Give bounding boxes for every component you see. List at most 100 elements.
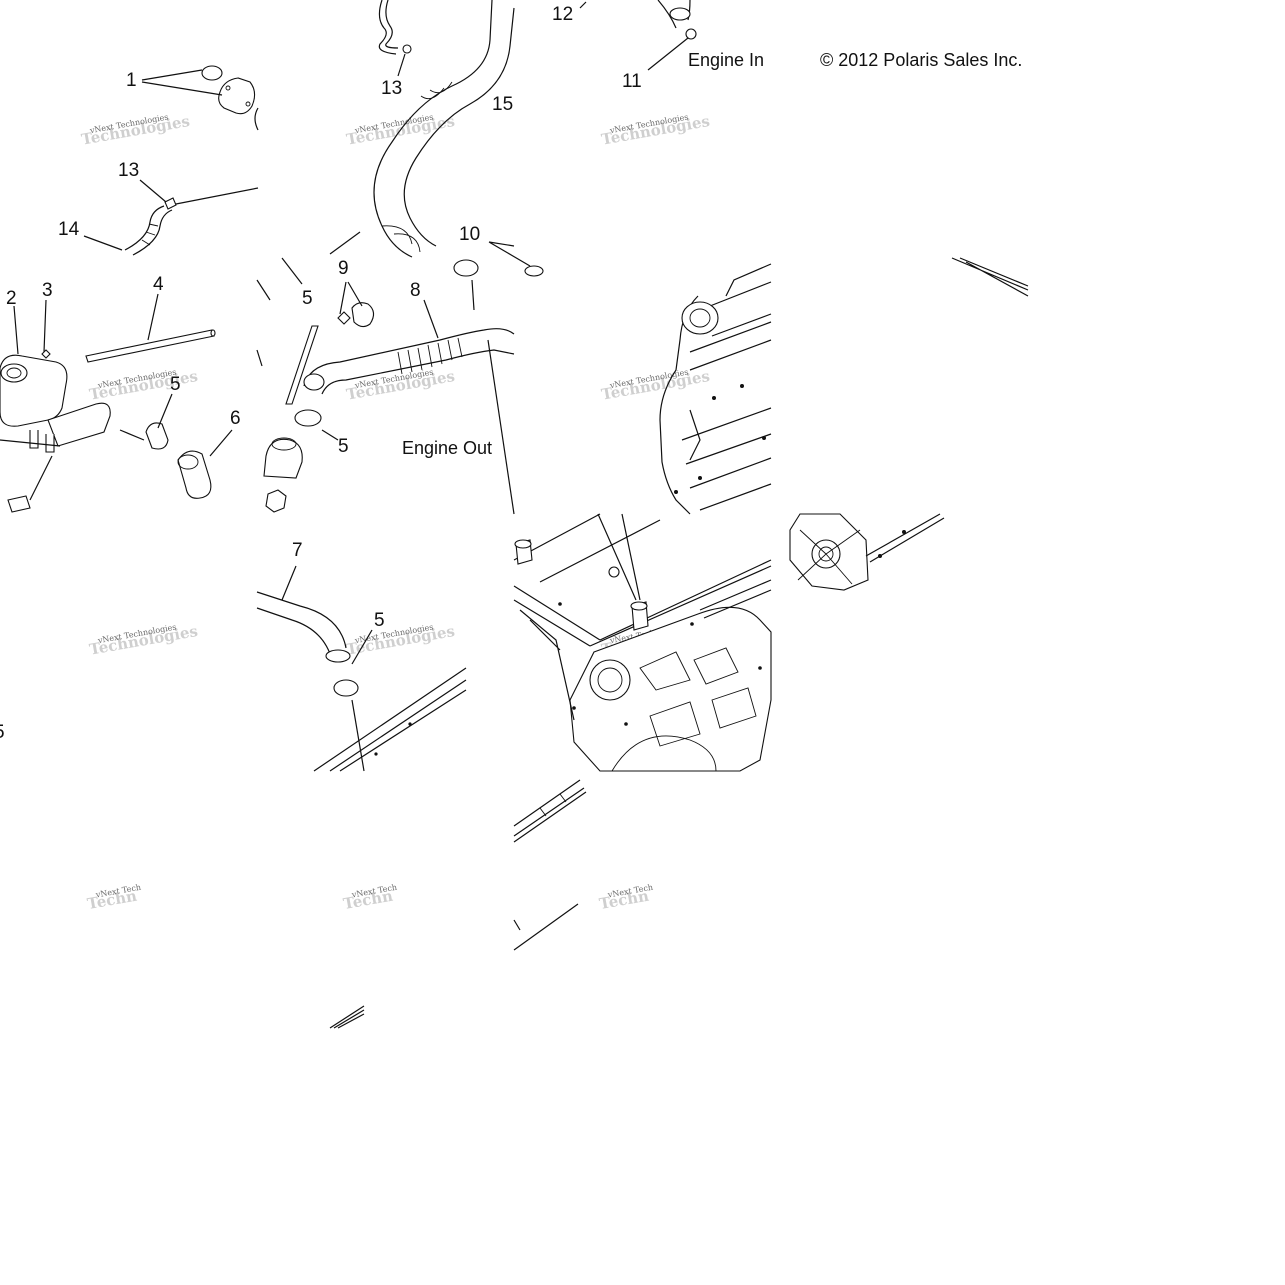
leader-line: [351, 629, 373, 665]
tile-top-right: 12 11 Engine In: [488, 0, 764, 277]
housing-outlet-inner: [6, 367, 22, 379]
bolt: [558, 602, 562, 606]
callout-9: 9: [338, 258, 349, 279]
housing-spout: [47, 402, 111, 447]
leader-line: [83, 235, 123, 251]
leader-line: [321, 429, 339, 441]
chassis-plate: [513, 513, 772, 641]
leader-line: [351, 699, 365, 772]
hose-corrugation: [397, 337, 463, 375]
callout-13: 13: [118, 160, 139, 181]
bolt: [624, 722, 628, 726]
tile-middle-far-right: [951, 257, 1029, 297]
tie-rod-part: [285, 325, 319, 405]
engine-out-leader: [487, 339, 515, 515]
side-rail: [519, 609, 575, 721]
bolt: [758, 666, 762, 670]
bleed-line: [175, 187, 259, 205]
o-ring-part: [201, 65, 223, 81]
frame-rail: [951, 257, 1029, 297]
leader-line: [423, 299, 439, 339]
bulkhead-cutout: [649, 701, 701, 747]
thermostat-port: [681, 301, 719, 335]
leader-line: [329, 231, 361, 255]
frame-rail-fragment: [513, 779, 587, 843]
callout-11: 11: [622, 71, 642, 92]
sensor-part: [265, 489, 287, 513]
engine-in-label: Engine In: [688, 50, 764, 70]
housing-edge: [0, 439, 61, 447]
coolant-hose-7: [256, 591, 347, 661]
leader-line: [597, 513, 641, 601]
hose-end-7: [325, 649, 351, 663]
tube-part: [85, 329, 215, 363]
tile-top-far-right: © 2012 Polaris Sales Inc.: [820, 50, 1022, 70]
tile-lower-center: 7 5: [256, 540, 467, 772]
copyright-notice: © 2012 Polaris Sales Inc.: [820, 50, 1022, 70]
tile-top-left: 1 13 14: [58, 65, 259, 256]
bolt: [740, 384, 744, 388]
leader-line: [141, 69, 223, 96]
frame-edge-fragment: [329, 1005, 365, 1029]
bolt: [762, 436, 766, 440]
tile-middle-left: 2 3 4 5 6: [0, 274, 241, 513]
hose-rib: [420, 81, 453, 100]
callout-6: 6: [230, 408, 241, 429]
leader-line: [339, 281, 363, 315]
hose-clip-9: [351, 302, 375, 328]
leader-line: [471, 279, 475, 311]
frame-fitting-top: [514, 539, 532, 549]
hose-clamp-part: [669, 7, 691, 21]
leader-line: [397, 53, 406, 77]
clamp-screw-part: [685, 28, 697, 40]
leader-line: [29, 455, 53, 501]
callout-2: 2: [6, 288, 17, 309]
leader-line: [579, 1, 587, 9]
callout-5-partial: 5: [0, 722, 5, 743]
leader-line: [281, 257, 303, 285]
hose-clip-part: [402, 44, 412, 54]
callout-12: 12: [552, 4, 573, 25]
bolt: [408, 722, 412, 726]
frame-rail: [865, 513, 945, 563]
bulkhead-cutout: [639, 651, 691, 691]
small-fitting: [7, 495, 31, 513]
small-hose-part: [385, 0, 399, 49]
callout-5: 5: [374, 610, 385, 631]
hose-end-band: [381, 225, 421, 253]
callout-10: 10: [459, 224, 480, 245]
callout-5: 5: [302, 288, 313, 309]
bulkhead-cutout: [693, 647, 739, 685]
leader-line: [647, 37, 689, 71]
frame-rail: [313, 667, 467, 772]
bolt: [712, 396, 716, 400]
bolt: [674, 490, 678, 494]
callout-1: 1: [126, 70, 137, 91]
callout-8: 8: [410, 280, 421, 301]
bleeder-part: [41, 349, 51, 359]
callout-3: 3: [42, 280, 53, 301]
cover-bolt-hole: [245, 101, 251, 107]
hose-ribs: [141, 223, 159, 246]
outlet-elbow-part: [263, 438, 303, 479]
hose-clamp-10: [524, 265, 544, 277]
hose-clip-9b: [337, 311, 351, 325]
edge-fragment: [254, 107, 259, 131]
coolant-hose-part: [403, 7, 515, 247]
tile-lower-right: [513, 513, 772, 772]
bracket-hub-inner: [818, 546, 834, 562]
inlet-hose-part: [657, 0, 691, 29]
watermarks: Technologies vNext Technologies Technolo…: [80, 112, 711, 913]
leader-lines: [13, 293, 233, 457]
small-hose-part: [378, 0, 397, 55]
callout-14: 14: [58, 219, 80, 240]
bolt: [572, 706, 576, 710]
frame-rail-detail: [539, 793, 567, 817]
elbow-opening: [271, 437, 297, 451]
tile-bottom-stub: [329, 1005, 365, 1029]
leader-line: [281, 565, 297, 601]
tile-middle-center: 9 10 5 8 5 Engine Out: [256, 224, 515, 515]
bleed-hose-part: [124, 205, 165, 251]
hose-clamp-5: [294, 409, 322, 427]
